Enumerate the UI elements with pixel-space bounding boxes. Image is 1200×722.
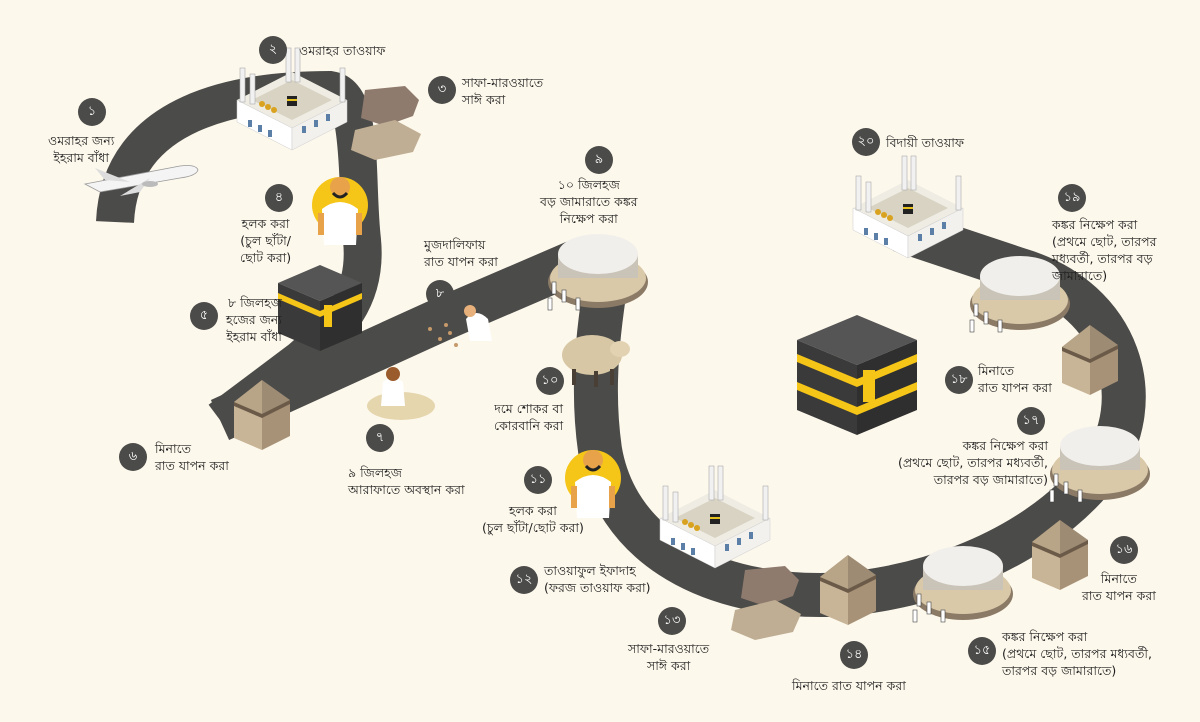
step-label-3: সাফা-মারওয়াতেসাঈ করা (462, 75, 544, 107)
step-label-2: ওমরাহর তাওয়াফ (299, 43, 386, 58)
step-badge-16: ১৬ (1110, 536, 1138, 564)
step-label-8: মুজদালিফায়রাত যাপন করা (424, 237, 498, 269)
masjid-al-haram-icon (236, 47, 348, 151)
step-label-15: কঙ্কর নিক্ষেপ করা(প্রথমে ছোট, তারপর মধ্য… (1002, 629, 1152, 678)
step-badge-9: ৯ (585, 146, 613, 174)
step-badge-1: ১ (78, 98, 106, 126)
step-badge-14: ১৪ (840, 641, 868, 669)
step-label-10: দমে শোকর বাকোরবানি করা (494, 401, 564, 433)
step-badge-3: ৩ (428, 76, 456, 104)
step-badge-12: ১২ (510, 566, 538, 594)
step-badge-11: ১১ (524, 466, 552, 494)
jamarat-icon (912, 545, 1014, 623)
step-label-13: সাফা-মারওয়াতেসাঈ করা (628, 641, 710, 673)
step-badge-15: ১৫ (968, 637, 996, 665)
step-badge-5: ৫ (190, 302, 218, 330)
step-badge-18: ১৮ (945, 366, 973, 394)
praying-pilgrim-icon (367, 367, 435, 420)
step-badge-6: ৬ (119, 443, 147, 471)
step-badge-8: ৮ (426, 280, 454, 308)
step-badge-10: ১০ (536, 367, 564, 395)
step-badge-4: ৪ (265, 184, 293, 212)
airplane-icon (83, 165, 199, 196)
step-label-4: হলক করা(চুল ছাঁটা/ছোট করা) (240, 216, 292, 265)
step-label-14: মিনাতে রাত যাপন করা (792, 678, 906, 693)
step-badge-2: ২ (259, 36, 287, 64)
step-label-12: তাওয়াফুল ইফাদাহ(ফরজ তাওয়াফ করা) (544, 563, 651, 595)
kaaba-icon (797, 315, 917, 435)
step-label-17: কঙ্কর নিক্ষেপ করা(প্রথমে ছোট, তারপর মধ্য… (898, 438, 1048, 487)
pebble-gathering-icon (428, 305, 492, 347)
kaaba-icon (278, 265, 362, 351)
jamarat-icon (547, 233, 649, 311)
jamarat-icon (1049, 425, 1151, 503)
step-badge-17: ১৭ (1017, 407, 1045, 435)
step-badge-20: ২০ (852, 128, 880, 156)
step-label-6: মিনাতেরাত যাপন করা (155, 441, 229, 473)
step-label-18: মিনাতেরাত যাপন করা (978, 363, 1052, 395)
step-label-11: হলক করা(চুল ছাঁটা/ছোট করা) (482, 503, 584, 535)
step-label-16: মিনাতেরাত যাপন করা (1082, 571, 1156, 603)
sheep-icon (562, 335, 630, 387)
step-badge-13: ১৩ (658, 607, 686, 635)
step-badge-19: ১৯ (1058, 184, 1086, 212)
tent-icon (820, 555, 876, 625)
step-label-20: বিদায়ী তাওয়াফ (886, 135, 964, 150)
step-badge-7: ৭ (366, 424, 394, 452)
pilgrim-icon (310, 175, 370, 247)
